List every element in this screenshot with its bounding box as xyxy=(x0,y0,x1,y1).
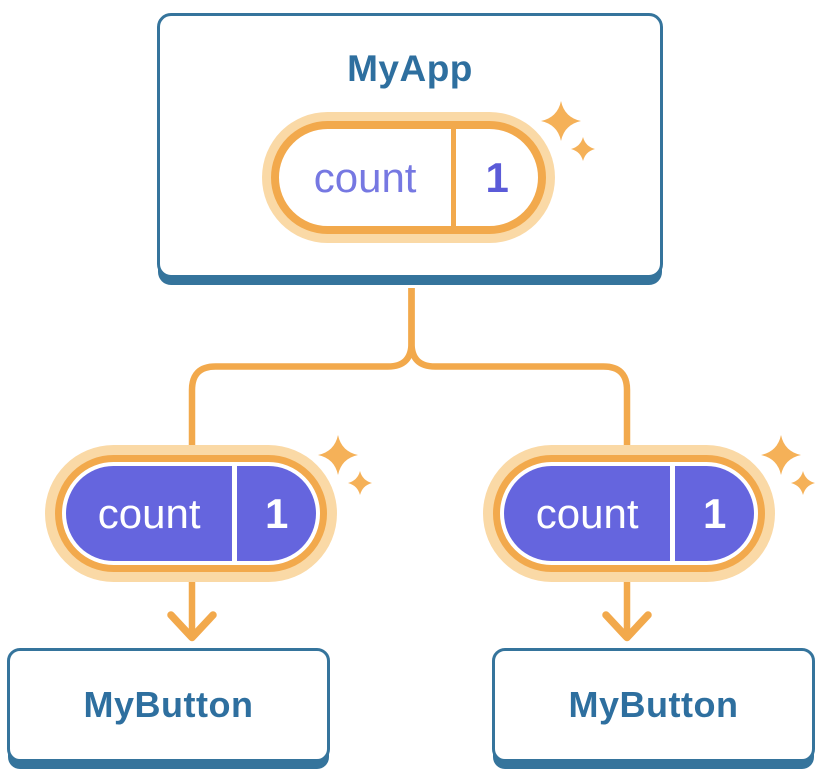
root-component-card: MyApp count 1 xyxy=(157,13,663,278)
sparkle-icon xyxy=(761,435,815,495)
pill-divider xyxy=(232,466,238,561)
pill-divider xyxy=(451,129,457,226)
state-name: count xyxy=(535,489,639,537)
state-pill-body: count 1 xyxy=(504,466,754,561)
child-component-title: MyButton xyxy=(568,684,739,725)
state-name: count xyxy=(97,489,201,537)
sparkle-icon xyxy=(318,435,372,495)
state-value: 1 xyxy=(485,153,509,201)
arrow-down-icon xyxy=(167,611,217,642)
state-pill-ring: count 1 xyxy=(493,455,765,572)
state-value: 1 xyxy=(264,489,289,537)
arrow-down-icon xyxy=(602,611,652,642)
connector-branch-right xyxy=(408,288,631,637)
left-state-pill: count 1 xyxy=(45,445,337,582)
state-pill-ring: count 1 xyxy=(271,121,546,234)
root-component-title: MyApp xyxy=(347,48,473,89)
state-pill-ring: count 1 xyxy=(55,455,327,572)
state-value: 1 xyxy=(702,489,727,537)
child-component-card-right: MyButton xyxy=(492,648,815,762)
child-component-title: MyButton xyxy=(83,684,254,725)
pill-divider xyxy=(670,466,676,561)
sparkle-icon xyxy=(541,101,595,161)
right-state-pill: count 1 xyxy=(483,445,775,582)
child-component-card-left: MyButton xyxy=(7,648,330,762)
state-pill-body: count 1 xyxy=(66,466,316,561)
state-name: count xyxy=(313,153,417,201)
root-state-pill: count 1 xyxy=(262,112,555,243)
